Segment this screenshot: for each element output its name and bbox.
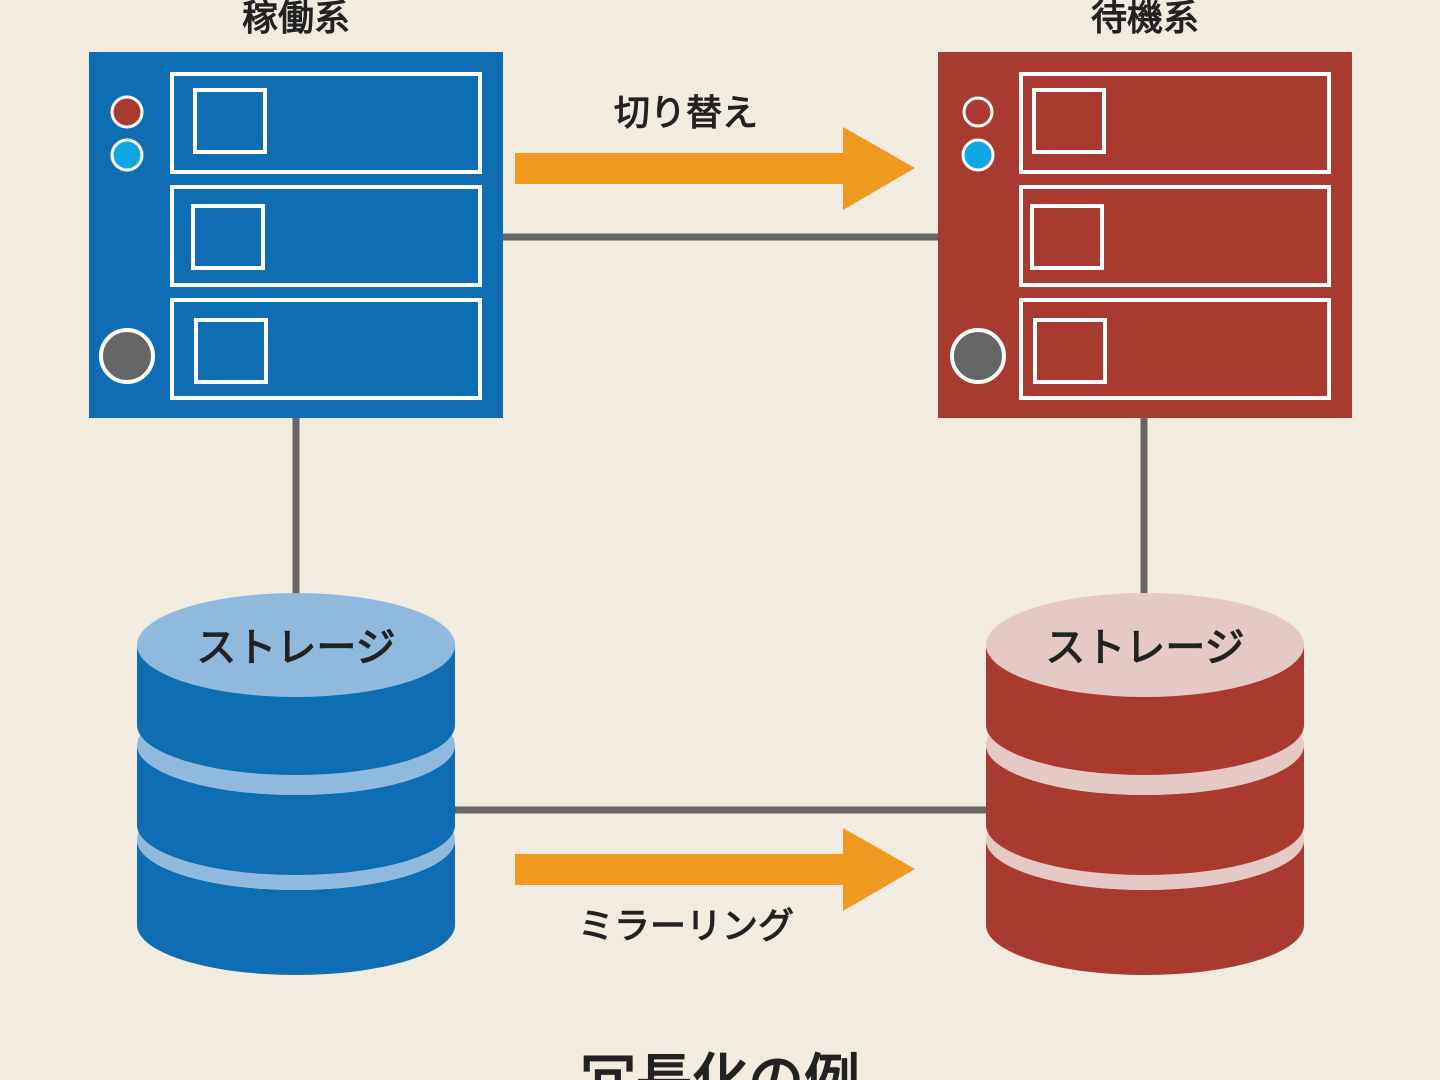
arrow-right-icon [515, 127, 915, 210]
mirroring-label: ミラーリング [578, 906, 794, 947]
active-storage-label: ストレージ [196, 625, 395, 671]
active-server-label: 稼働系 [242, 0, 350, 39]
status-led-red [110, 95, 144, 129]
power-button [99, 328, 155, 384]
drive-slot [194, 318, 268, 384]
switchover-label: 切り替え [614, 93, 758, 134]
standby-server: 待機系 [938, 0, 1352, 418]
arrow-right-icon [515, 828, 915, 911]
database-cylinder-icon [986, 593, 1304, 975]
status-led-off [962, 96, 994, 128]
database-cylinder-icon [137, 593, 455, 975]
drive-bay [170, 185, 482, 287]
drive-bay [1019, 185, 1331, 287]
drive-bay [170, 72, 482, 174]
drive-slot [1033, 318, 1107, 384]
status-led-cyan [961, 138, 995, 172]
status-led-cyan [110, 138, 144, 172]
drive-bay [1019, 298, 1331, 400]
standby-server-label: 待機系 [1091, 0, 1199, 39]
server-rack-icon [938, 52, 1352, 418]
standby-storage-label: ストレージ [1045, 625, 1244, 671]
diagram-caption: 冗長化の例 [580, 1049, 860, 1080]
drive-slot [1032, 88, 1106, 154]
standby-storage: ストレージ [986, 593, 1304, 975]
switchover-arrow: 切り替え [515, 93, 915, 210]
drive-bay [170, 298, 482, 400]
drive-slot [191, 204, 265, 270]
active-server: 稼働系 [89, 0, 503, 418]
power-button [950, 328, 1006, 384]
mirroring-arrow: ミラーリング [515, 828, 915, 947]
drive-slot [1030, 204, 1104, 270]
active-storage: ストレージ [137, 593, 455, 975]
server-rack-icon [89, 52, 503, 418]
drive-slot [193, 88, 267, 154]
drive-bay [1019, 72, 1331, 174]
connectors [292, 233, 1148, 814]
